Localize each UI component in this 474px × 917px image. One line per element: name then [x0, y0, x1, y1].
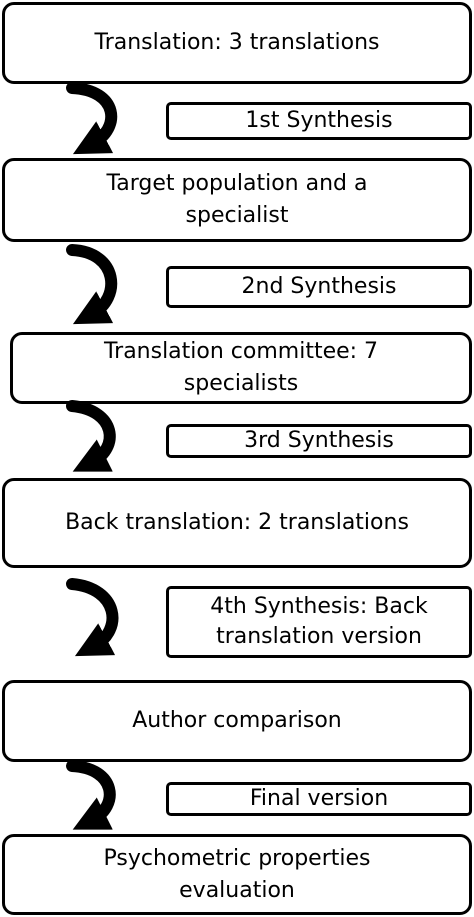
synthesis-label: 3rd Synthesis — [244, 428, 394, 453]
step-label: Target population and a specialist — [106, 171, 368, 228]
step-target-population: Target population and a specialist — [2, 158, 472, 242]
curved-arrow-icon — [66, 82, 118, 155]
synthesis-label: 2nd Synthesis — [241, 274, 397, 299]
step-label: Back translation: 2 translations — [65, 510, 409, 535]
synthesis-1st: 1st Synthesis — [166, 102, 472, 140]
step-label: Psychometric properties evaluation — [103, 845, 371, 903]
step-label: Translation: 3 translations — [94, 30, 380, 55]
step-author-comparison: Author comparison — [2, 680, 472, 762]
step-back-translation: Back translation: 2 translations — [2, 478, 472, 568]
step-psychometric: Psychometric properties evaluation — [2, 834, 472, 915]
step-translation: Translation: 3 translations — [2, 2, 472, 84]
synthesis-final: Final version — [166, 782, 472, 816]
synthesis-label: 1st Synthesis — [245, 108, 393, 133]
synthesis-4th: 4th Synthesis: Back translation version — [166, 586, 472, 658]
curved-arrow-icon — [66, 760, 116, 830]
curved-arrow-icon — [66, 244, 118, 325]
synthesis-label: 4th Synthesis: Back translation version — [210, 594, 428, 649]
synthesis-2nd: 2nd Synthesis — [166, 266, 472, 308]
step-translation-committee: Translation committee: 7 specialists — [10, 332, 472, 404]
step-label: Translation committee: 7 specialists — [103, 339, 379, 396]
synthesis-label: Final version — [249, 786, 389, 811]
curved-arrow-icon — [66, 400, 116, 472]
synthesis-3rd: 3rd Synthesis — [166, 424, 472, 458]
step-label: Author comparison — [132, 708, 342, 733]
curved-arrow-icon — [66, 578, 119, 657]
